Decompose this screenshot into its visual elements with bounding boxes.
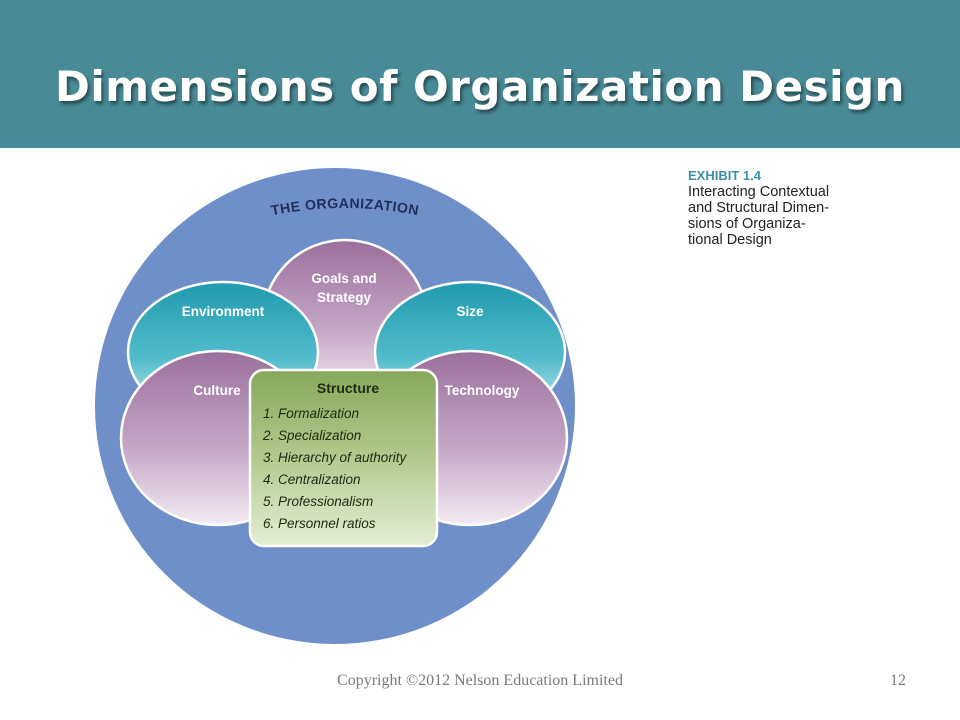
title-bar [0,0,960,148]
structure-title: Structure [317,380,379,396]
technology-label: Technology [445,383,520,398]
goals-label-line2: Strategy [317,290,372,305]
structure-item: 4. Centralization [263,472,361,487]
page-number: 12 [890,672,906,689]
exhibit-caption-line: Interacting Contextual [688,184,830,200]
size-label: Size [456,304,484,319]
culture-label: Culture [193,383,241,398]
copyright-text: Copyright ©2012 Nelson Education Limited [337,672,623,689]
structure-item: 2. Specialization [262,428,361,443]
exhibit-caption-block: EXHIBIT 1.4 Interacting Contextual and S… [688,168,888,248]
structure-item: 1. Formalization [263,406,359,421]
goals-label-line1: Goals and [311,271,376,286]
exhibit-caption-line: tional Design [688,232,772,248]
environment-label: Environment [182,304,265,319]
organization-label: THE ORGANIZATION [270,195,421,218]
structure-item: 3. Hierarchy of authority [263,450,408,465]
structure-item: 6. Personnel ratios [263,516,376,531]
exhibit-label: EXHIBIT 1.4 [688,168,761,183]
structure-box [248,368,439,548]
exhibit-caption-line: and Structural Dimen- [688,200,830,216]
slide-title: Dimensions of Organization Design [55,62,905,111]
exhibit-caption: Interacting Contextual and Structural Di… [688,184,888,248]
structure-item: 5. Professionalism [263,494,373,509]
organization-design-diagram: THE ORGANIZATION Goals and Strategy Envi… [95,168,575,644]
exhibit-caption-line: sions of Organiza- [688,216,806,232]
